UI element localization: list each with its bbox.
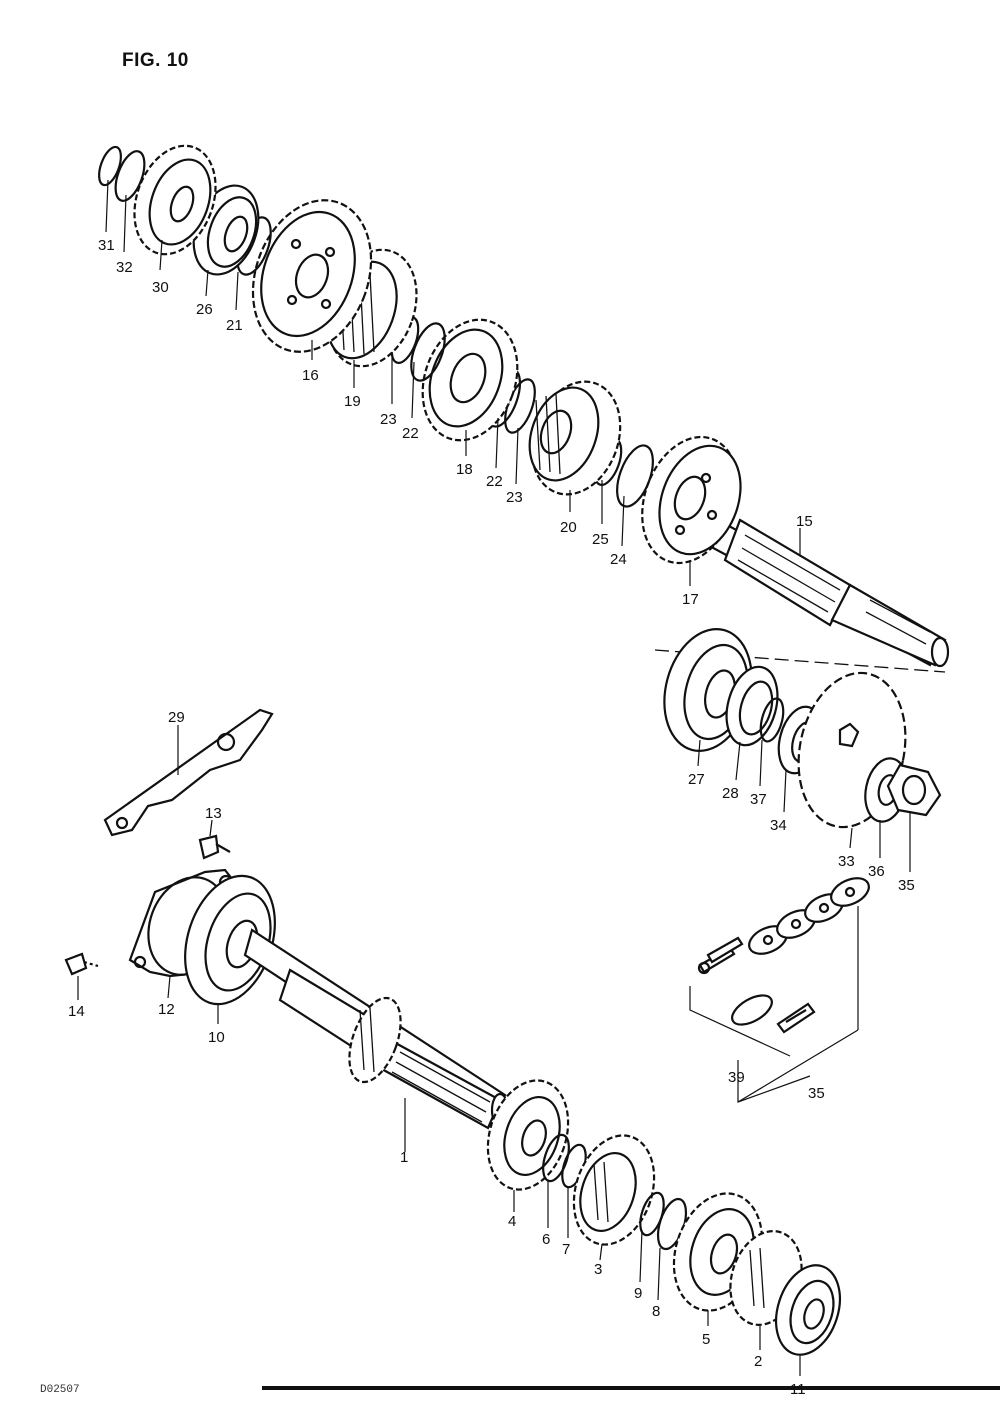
label-16: 16 <box>302 367 319 384</box>
shaft-integral-gear <box>348 996 402 1084</box>
bearing-11 <box>775 1264 841 1376</box>
upper-leader-lines <box>105 179 801 586</box>
label-8: 8 <box>652 1303 660 1320</box>
label-27: 27 <box>688 771 705 788</box>
label-20: 20 <box>560 519 577 536</box>
label-9: 9 <box>634 1285 642 1302</box>
label-22-upper: 22 <box>402 425 419 442</box>
label-35-chain: 35 <box>808 1085 825 1102</box>
countershaft-15 <box>678 503 950 668</box>
plate-29 <box>103 708 274 837</box>
label-35: 35 <box>898 877 915 894</box>
label-36: 36 <box>868 863 885 880</box>
label-32: 32 <box>116 259 133 276</box>
gear-3 <box>572 1134 656 1261</box>
drive-chain-assembly <box>689 877 870 1104</box>
master-link-plate <box>731 994 773 1026</box>
label-6: 6 <box>542 1231 550 1248</box>
label-12: 12 <box>158 1001 175 1018</box>
label-4: 4 <box>508 1213 516 1230</box>
label-28: 28 <box>722 785 739 802</box>
chain-links <box>748 877 870 955</box>
label-7: 7 <box>562 1241 570 1258</box>
label-18: 18 <box>456 461 473 478</box>
label-30: 30 <box>152 279 169 296</box>
label-19: 19 <box>344 393 361 410</box>
master-link-clip <box>776 1002 816 1034</box>
seal-28 <box>725 665 779 747</box>
label-5: 5 <box>702 1331 710 1348</box>
o-ring-37 <box>759 697 785 743</box>
lower-shaft-assembly <box>64 819 841 1376</box>
label-13: 13 <box>205 805 222 822</box>
label-26: 26 <box>196 301 213 318</box>
part-number-labels: 31 32 30 26 21 16 19 23 22 18 22 23 20 2… <box>68 237 915 1398</box>
bottom-rule <box>262 1386 1000 1390</box>
bolt-14 <box>64 952 99 1000</box>
nut-35 <box>886 763 942 817</box>
label-1: 1 <box>400 1149 408 1166</box>
gear-17 <box>641 435 742 565</box>
label-23-lower: 23 <box>506 489 523 506</box>
gear-30 <box>133 144 217 256</box>
circlip-31 <box>98 145 122 187</box>
label-29: 29 <box>168 709 185 726</box>
figure-title: FIG. 10 <box>122 50 189 71</box>
gear-18 <box>421 318 519 442</box>
label-31: 31 <box>98 237 115 254</box>
label-24: 24 <box>610 551 627 568</box>
master-link-pins <box>697 936 744 975</box>
bolt-13 <box>198 819 231 860</box>
label-25: 25 <box>592 531 609 548</box>
label-22-lower: 22 <box>486 473 503 490</box>
label-17: 17 <box>682 591 699 608</box>
gear-20 <box>528 380 622 496</box>
label-37: 37 <box>750 791 767 808</box>
label-23-upper: 23 <box>380 411 397 428</box>
label-33: 33 <box>838 853 855 870</box>
upper-shaft-assembly <box>98 144 950 668</box>
label-10: 10 <box>208 1029 225 1046</box>
footer-code: D02507 <box>40 1384 80 1396</box>
label-21: 21 <box>226 317 243 334</box>
label-2: 2 <box>754 1353 762 1370</box>
washer-32 <box>114 150 146 202</box>
label-34: 34 <box>770 817 787 834</box>
label-3: 3 <box>594 1261 602 1278</box>
gear-4 <box>486 1079 570 1212</box>
label-15: 15 <box>796 513 813 530</box>
gear-16 <box>251 199 373 353</box>
label-39: 39 <box>728 1069 745 1086</box>
output-sprocket-assembly <box>654 628 946 872</box>
label-14: 14 <box>68 1003 85 1020</box>
